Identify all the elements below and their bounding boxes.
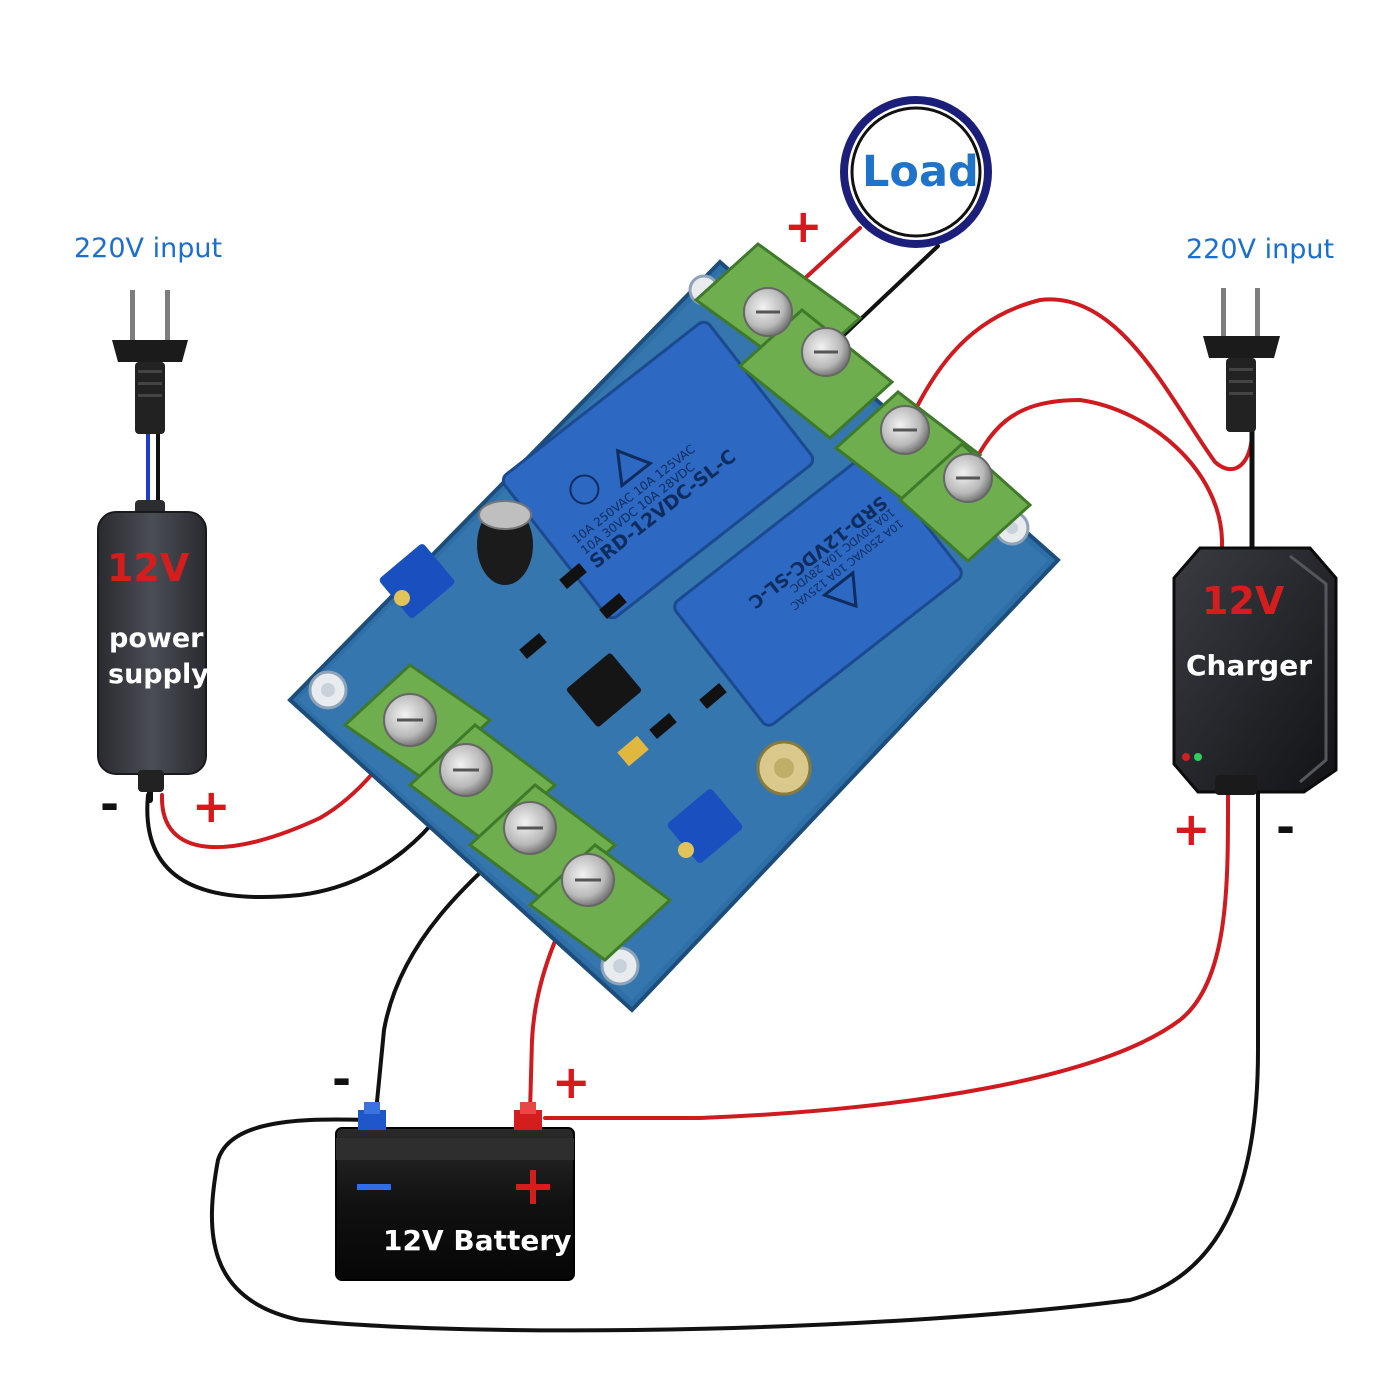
load-plus-sign: +	[784, 199, 823, 253]
psu-label-line2: supply	[108, 659, 209, 690]
control-board: SRD-12VDC-SL-C 10A 250VAC 10A 125VAC 10A…	[287, 242, 1061, 1013]
right-ac-plug	[1203, 288, 1280, 432]
capacitor-1	[477, 500, 533, 585]
charger-led-red	[1182, 753, 1190, 761]
charger-voltage-label: 12V	[1202, 579, 1285, 623]
left-ac-plug	[112, 290, 188, 434]
battery-plus-sign: +	[552, 1055, 591, 1109]
battery-label: 12V Battery	[383, 1224, 571, 1257]
power-supply-adapter	[97, 500, 207, 792]
ic-chip	[566, 653, 642, 727]
battery-plus-mark-v	[530, 1170, 536, 1204]
battery-minus-sign: -	[332, 1052, 351, 1106]
charger-minus-sign: -	[1276, 800, 1295, 854]
terminal-block-charger	[833, 390, 1033, 564]
battery	[335, 1102, 575, 1281]
charger-ac-wire-1	[903, 297, 1254, 472]
terminal-block-input	[342, 663, 673, 962]
capacitor-2	[756, 740, 812, 796]
charger-negative-wire	[209, 788, 1260, 1333]
terminal-block-load	[693, 242, 895, 440]
battery-negative-terminal	[358, 1102, 386, 1130]
right-input-label: 220V input	[1186, 234, 1334, 265]
battery-positive-terminal	[514, 1102, 542, 1130]
load-negative-wire	[824, 244, 940, 354]
charger-led-green	[1194, 753, 1202, 761]
relay-1: SRD-12VDC-SL-C 10A 250VAC 10A 125VAC 10A…	[501, 320, 815, 620]
relay-2: SRD-12VDC-SL-C 10A 250VAC 10A 125VAC 10A…	[673, 453, 963, 727]
load-indicator	[840, 96, 992, 248]
load-label: Load	[862, 147, 979, 197]
psu-plus-sign: +	[192, 779, 231, 833]
psu-label-line1: power	[109, 623, 204, 654]
psu-minus-sign: -	[100, 777, 119, 831]
charger-unit	[1172, 546, 1338, 795]
left-input-label: 220V input	[74, 233, 222, 264]
charger-name-label: Charger	[1186, 649, 1312, 682]
battery-minus-mark	[357, 1184, 391, 1190]
charger-ac-wire-2	[966, 398, 1224, 562]
charger-plus-sign: +	[1172, 802, 1211, 856]
charger-positive-wire	[543, 788, 1231, 1120]
psu-voltage-label: 12V	[107, 546, 190, 590]
